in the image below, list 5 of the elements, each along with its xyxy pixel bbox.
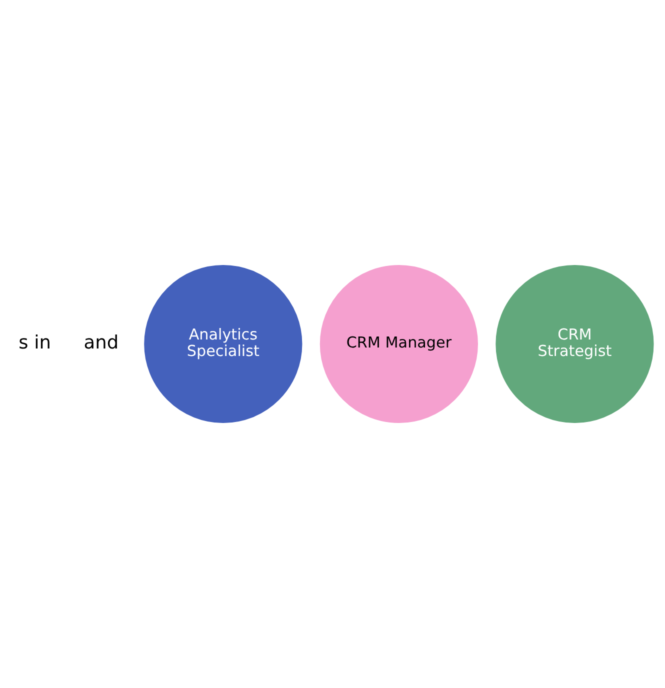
label: and xyxy=(84,332,119,354)
node-circle: CRM Strategist xyxy=(496,264,654,424)
node-circle: CRM Manager xyxy=(320,264,478,424)
label: s in xyxy=(18,332,51,354)
node-circle: Analytics Specialist xyxy=(144,264,302,424)
